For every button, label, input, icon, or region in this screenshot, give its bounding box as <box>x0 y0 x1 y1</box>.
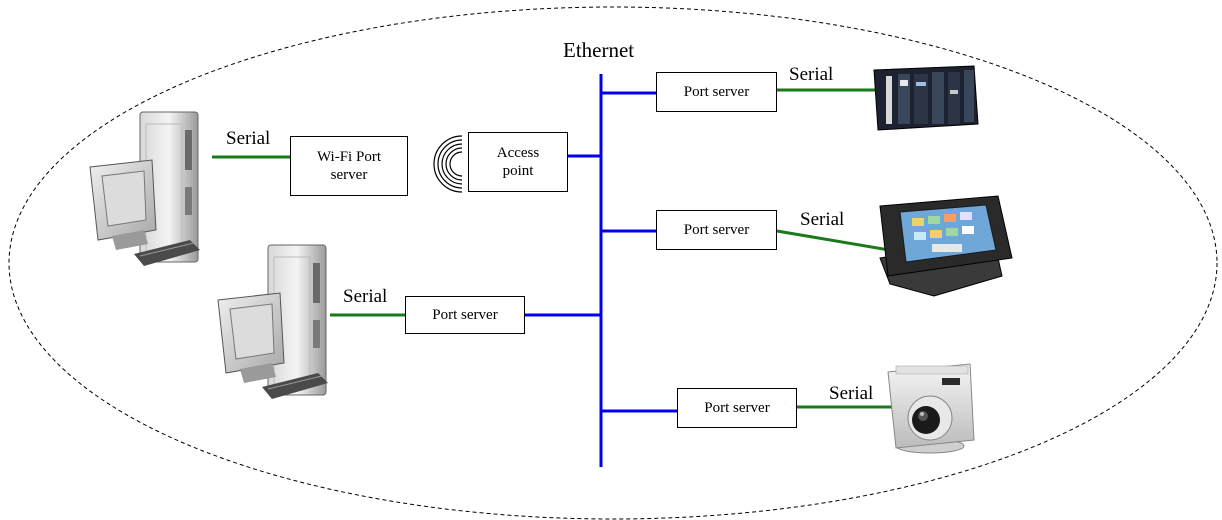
access-point-label: Access point <box>496 145 540 179</box>
port-server-label: Port server <box>704 400 770 416</box>
touchscreen-terminal-icon <box>879 195 1013 297</box>
access-point-box: Access point <box>468 132 568 192</box>
wireless-signal-icon <box>433 135 463 193</box>
serial-label-camera: Serial <box>829 383 874 404</box>
port-server-label: Port server <box>683 84 750 100</box>
ethernet-label: Ethernet <box>563 38 635 62</box>
wifi-port-server-box: Wi-Fi Port server <box>290 136 408 196</box>
serial-label-pc1: Serial <box>226 128 271 149</box>
serial-label-plc: Serial <box>789 64 834 85</box>
serial-label-pc2: Serial <box>343 286 388 307</box>
plc-rack-icon <box>873 65 979 131</box>
port-server-camera-box: Port server <box>677 388 797 428</box>
ptz-camera-icon <box>887 363 975 454</box>
wifi-port-server-label: Wi-Fi Port server <box>317 149 381 183</box>
desktop-computer-icon <box>217 244 329 400</box>
desktop-computer-icon <box>89 111 201 267</box>
port-server-pc2-box: Port server <box>405 296 525 334</box>
port-server-label: Port server <box>432 307 498 323</box>
serial-link-pos <box>776 229 896 253</box>
port-server-plc-box: Port server <box>656 72 777 112</box>
port-server-label: Port server <box>683 222 750 238</box>
network-boundary <box>8 6 1218 520</box>
serial-label-pos: Serial <box>800 209 845 230</box>
port-server-pos-box: Port server <box>656 210 777 250</box>
